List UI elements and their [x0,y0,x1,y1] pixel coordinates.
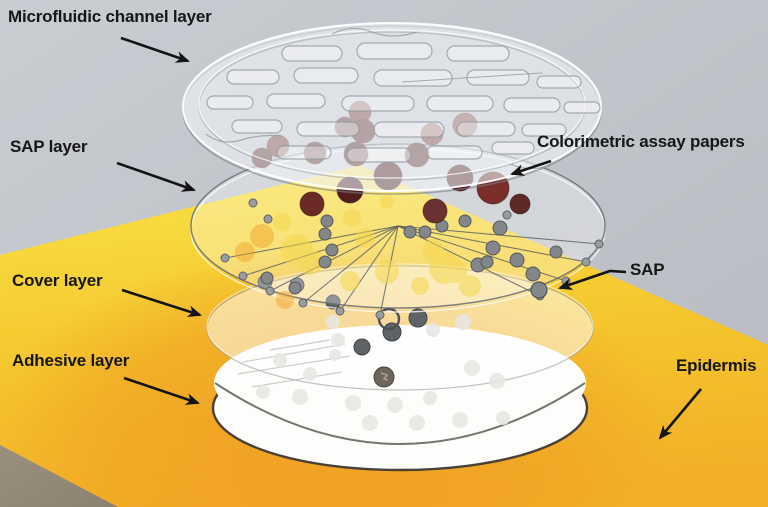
label-adhesive-layer: Adhesive layer [12,351,130,370]
label-microfluidic-channel-layer: Microfluidic channel layer [8,7,212,26]
sap-dots-on-sap-layer [260,214,563,295]
arrow-sap-layer [116,161,196,192]
label-epidermis: Epidermis [676,356,757,375]
label-sap: SAP [630,260,665,279]
cover-surface-marks [237,274,510,431]
label-sap-layer: SAP layer [10,137,88,156]
serpentine-channels [205,27,601,170]
label-colorimetric-assay-papers: Colorimetric assay papers [537,132,745,151]
sap-dots-on-cover [257,274,428,356]
microfluidic-channel-layer-disc [182,22,602,195]
arrow-microfluidic-channel-layer [120,36,190,63]
arrow-epidermis [658,388,702,440]
annotation-arrows [116,36,702,440]
speckled-sap-dot [373,366,395,388]
sap-granule-target [530,281,548,299]
arrow-adhesive-layer [123,376,200,405]
adhesive-top-rim [214,382,586,445]
arrow-cover-layer [121,288,202,318]
pale-reaction-spots [235,195,481,309]
arrow-sap [558,269,627,290]
skin-side-face [0,445,118,507]
arrow-colorimetric-assay-papers [510,159,552,176]
faded-assay-dots [256,314,510,431]
label-cover-layer: Cover layer [12,271,103,290]
